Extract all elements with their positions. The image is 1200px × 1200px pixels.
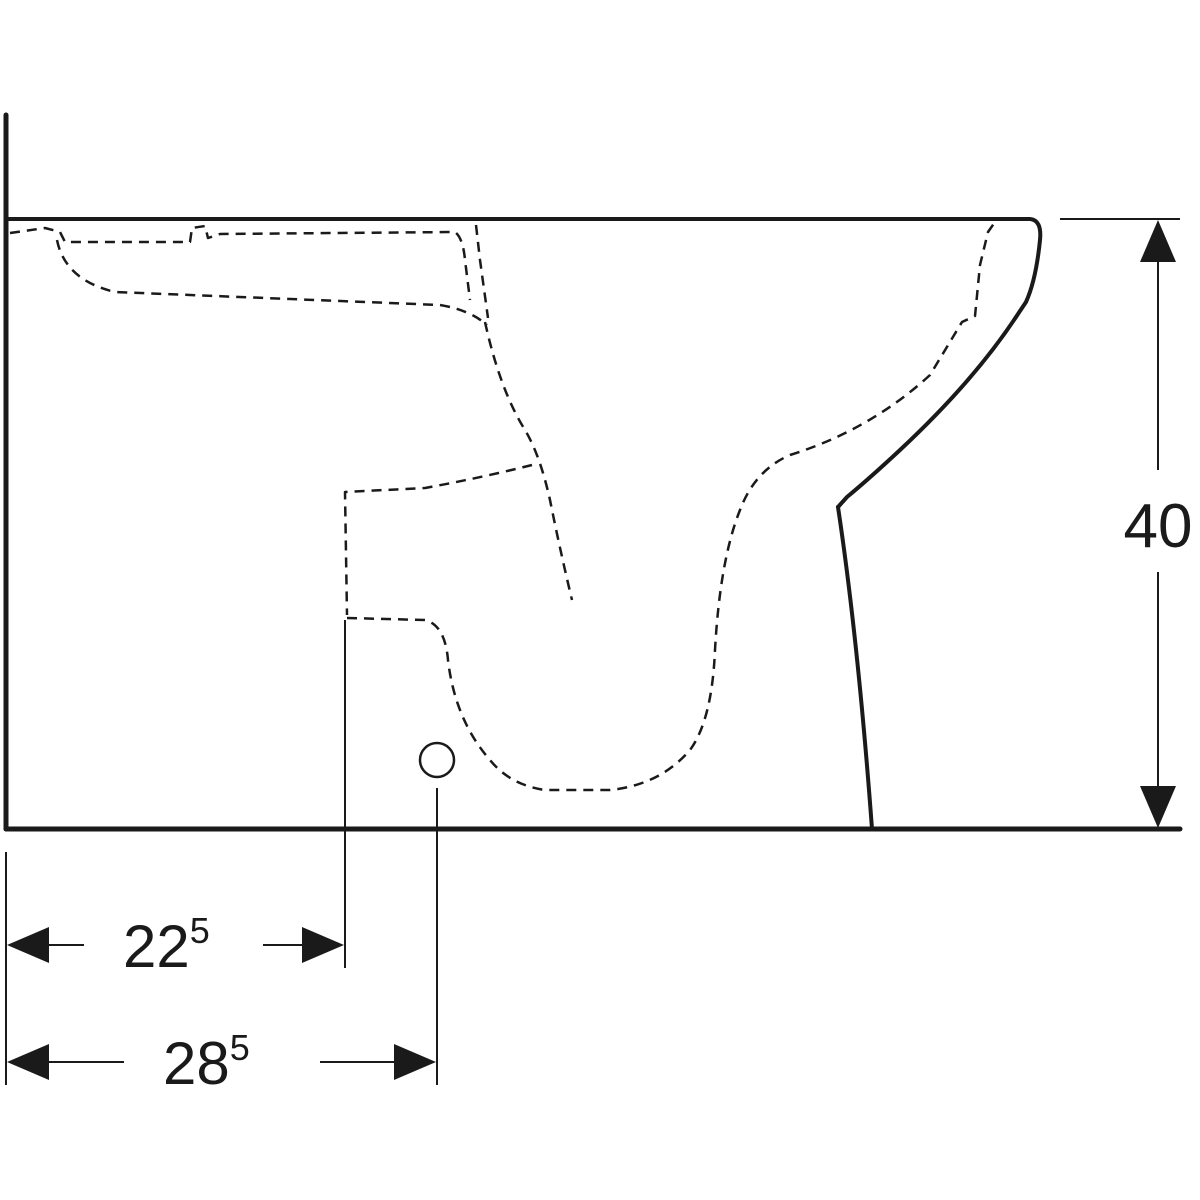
- trap-upper: [343, 463, 533, 616]
- outlet-circle: [418, 741, 456, 779]
- trap-lower: [346, 221, 997, 792]
- height-arrow-bottom: [1140, 786, 1176, 828]
- toilet-pedestal-front: [836, 505, 874, 831]
- inlet-arrow-right: [302, 927, 344, 963]
- flush-rim-channel: [9, 224, 472, 301]
- outlet-label-sup: 5: [230, 1027, 250, 1068]
- outlet-arrow-right: [394, 1044, 436, 1080]
- outlet-label: 285: [163, 1027, 250, 1097]
- outlet-arrow-left: [7, 1044, 49, 1080]
- toilet-outline: [4, 217, 1043, 831]
- hidden-lines: [9, 221, 997, 792]
- outlet-label-main: 28: [163, 1030, 230, 1097]
- inlet-label: 225: [123, 910, 210, 980]
- rim-inner-back: [474, 224, 490, 319]
- cistern-water-channel: [55, 239, 488, 326]
- inlet-dimension: 225: [5, 620, 346, 1085]
- wall-and-floor: [3, 112, 1183, 832]
- height-arrow-top: [1140, 220, 1176, 262]
- toilet-top-rim: [4, 217, 1043, 509]
- bowl-back-wall: [483, 321, 574, 601]
- height-label: 40: [1124, 492, 1193, 561]
- inlet-arrow-left: [7, 927, 49, 963]
- height-dimension: 40: [1060, 218, 1193, 828]
- inlet-label-main: 22: [123, 913, 190, 980]
- inlet-label-sup: 5: [190, 910, 210, 951]
- outlet-dimension: 285: [7, 788, 438, 1097]
